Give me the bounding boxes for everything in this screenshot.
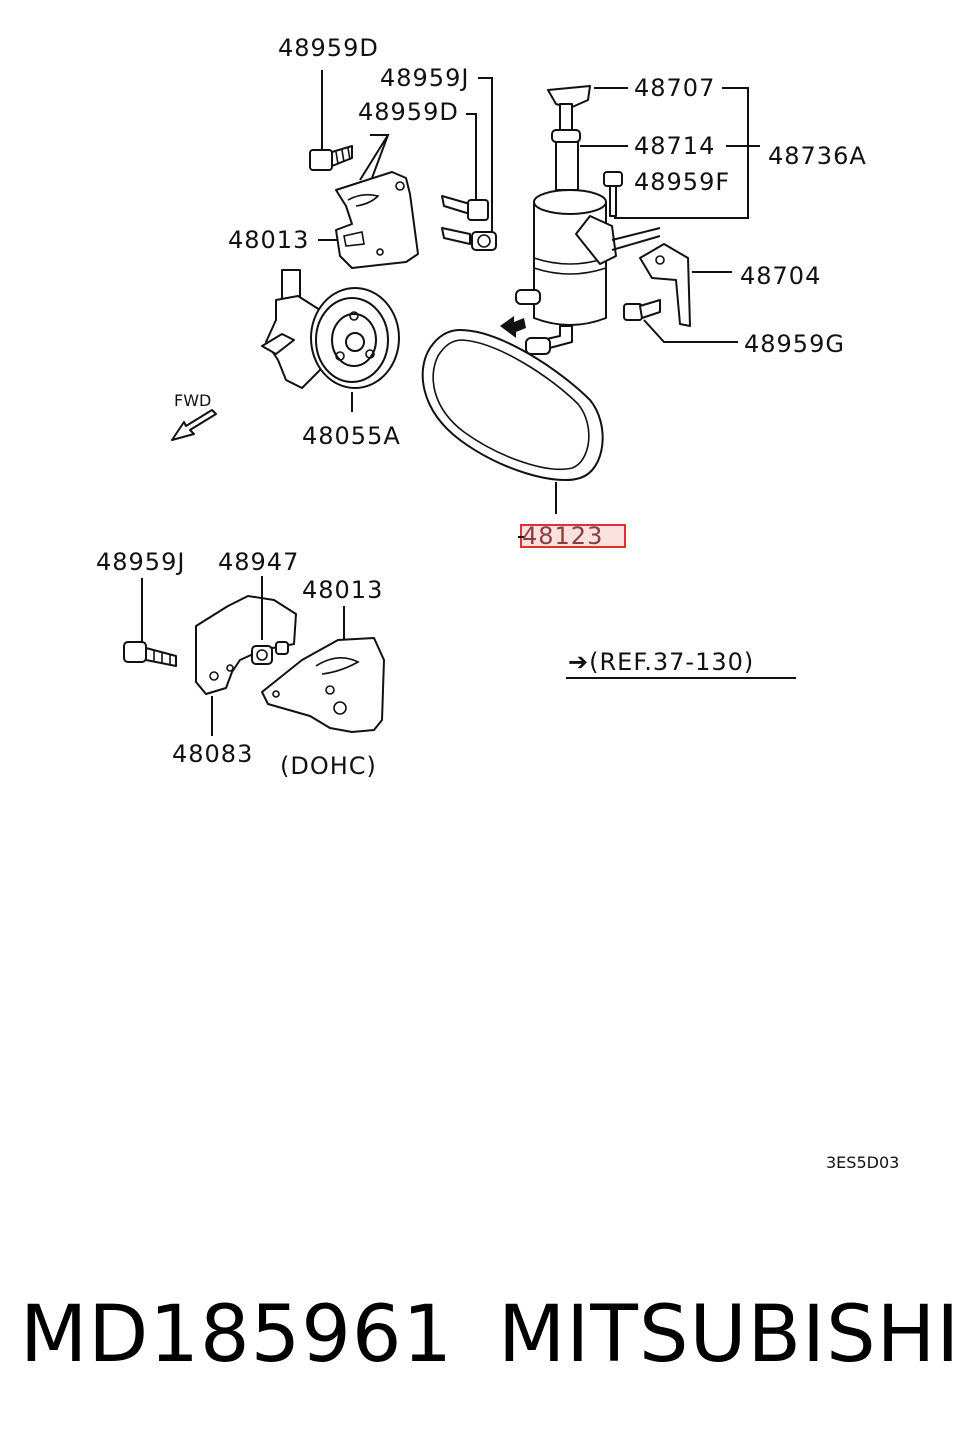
drive-belt-48123 [421, 329, 604, 514]
diagram-code: 3ES5D03 [826, 1153, 899, 1172]
leader-lines-reservoir [580, 87, 760, 273]
label-dohc: (DOHC) [280, 752, 377, 780]
reservoir-48736A [515, 85, 617, 355]
bolt-48959D-top [309, 70, 353, 171]
label-48707: 48707 [634, 74, 715, 102]
bracket-48013-bottom [261, 606, 385, 733]
bolt-48959F [603, 171, 623, 217]
label-48959D-mid: 48959D [358, 98, 459, 126]
label-48959D-top: 48959D [278, 34, 379, 62]
bracket-48083 [195, 595, 297, 736]
part-number: MD185961 [20, 1290, 454, 1380]
label-48055A: 48055A [302, 422, 401, 450]
label-48947: 48947 [218, 548, 299, 576]
label-48013-top: 48013 [228, 226, 309, 254]
bolts-48959J-48959D [441, 77, 497, 251]
bolt-48959G [623, 299, 738, 343]
nut-48947 [251, 576, 289, 665]
label-48736A: 48736A [768, 142, 867, 170]
bolt-48959J-bottom [123, 578, 177, 667]
footer: MD185961 MITSUBISHI [0, 1290, 960, 1400]
label-48083: 48083 [172, 740, 253, 768]
label-48123: 48123 [522, 522, 603, 550]
direction-arrow-icon [500, 316, 526, 338]
label-48959J-top: 48959J [380, 64, 469, 92]
label-48013-bottom: 48013 [302, 576, 383, 604]
power-steering-pump-48055A [261, 269, 400, 412]
label-48959F: 48959F [634, 168, 730, 196]
reference-link[interactable]: ➔(REF.37-130) [568, 648, 754, 676]
fwd-label: FWD [174, 391, 211, 410]
bracket-48704 [611, 227, 691, 327]
label-48714: 48714 [634, 132, 715, 160]
bracket-48013-top [318, 134, 419, 269]
brand-name: MITSUBISHI [498, 1290, 960, 1380]
label-48959G: 48959G [744, 330, 845, 358]
label-48704: 48704 [740, 262, 821, 290]
label-48959J-bottom: 48959J [96, 548, 185, 576]
fwd-arrow-icon [171, 409, 217, 441]
